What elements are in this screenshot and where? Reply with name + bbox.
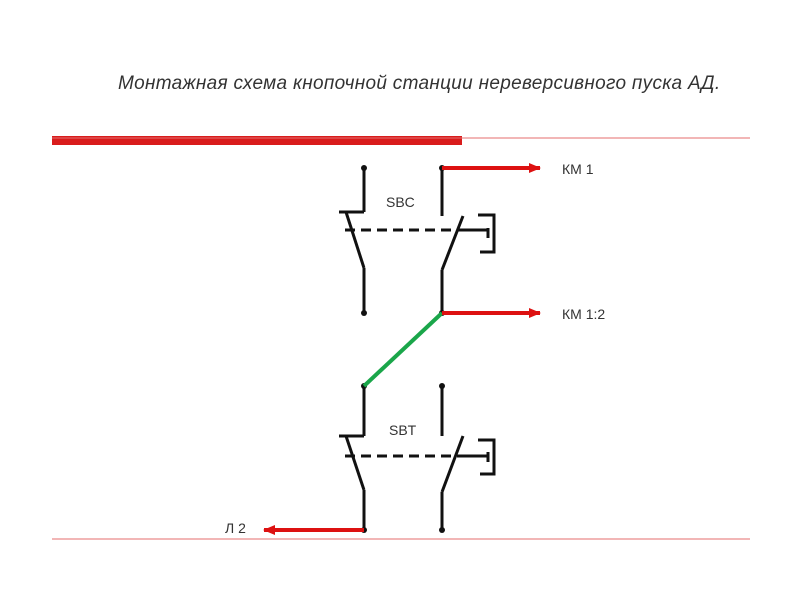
button-sbt: SBT bbox=[339, 383, 496, 533]
sbt-terminal-4 bbox=[439, 527, 445, 533]
button-sbc: SBC bbox=[339, 165, 496, 316]
sbc-pushbutton-head bbox=[458, 213, 496, 254]
km12-label: КМ 1:2 bbox=[562, 306, 605, 322]
sbt-label: SBT bbox=[389, 422, 417, 438]
sbt-terminal-2 bbox=[439, 383, 445, 389]
sbc-nc-contact-blade bbox=[344, 211, 366, 269]
green-jumper-wire bbox=[362, 311, 444, 388]
sbc-label: SBC bbox=[386, 194, 415, 210]
header-red-band bbox=[52, 136, 462, 145]
sbt-no-contact-blade bbox=[440, 435, 465, 493]
l2-label: Л 2 bbox=[225, 520, 246, 536]
sbc-no-contact-blade bbox=[440, 215, 465, 271]
sbc-terminal-1 bbox=[361, 165, 367, 171]
sbt-pushbutton-head bbox=[458, 438, 496, 476]
sbt-nc-contact-blade bbox=[344, 435, 366, 491]
km1-label: КМ 1 bbox=[562, 161, 594, 177]
page-title: Монтажная схема кнопочной станции нереве… bbox=[118, 73, 721, 94]
sbc-terminal-3 bbox=[361, 310, 367, 316]
